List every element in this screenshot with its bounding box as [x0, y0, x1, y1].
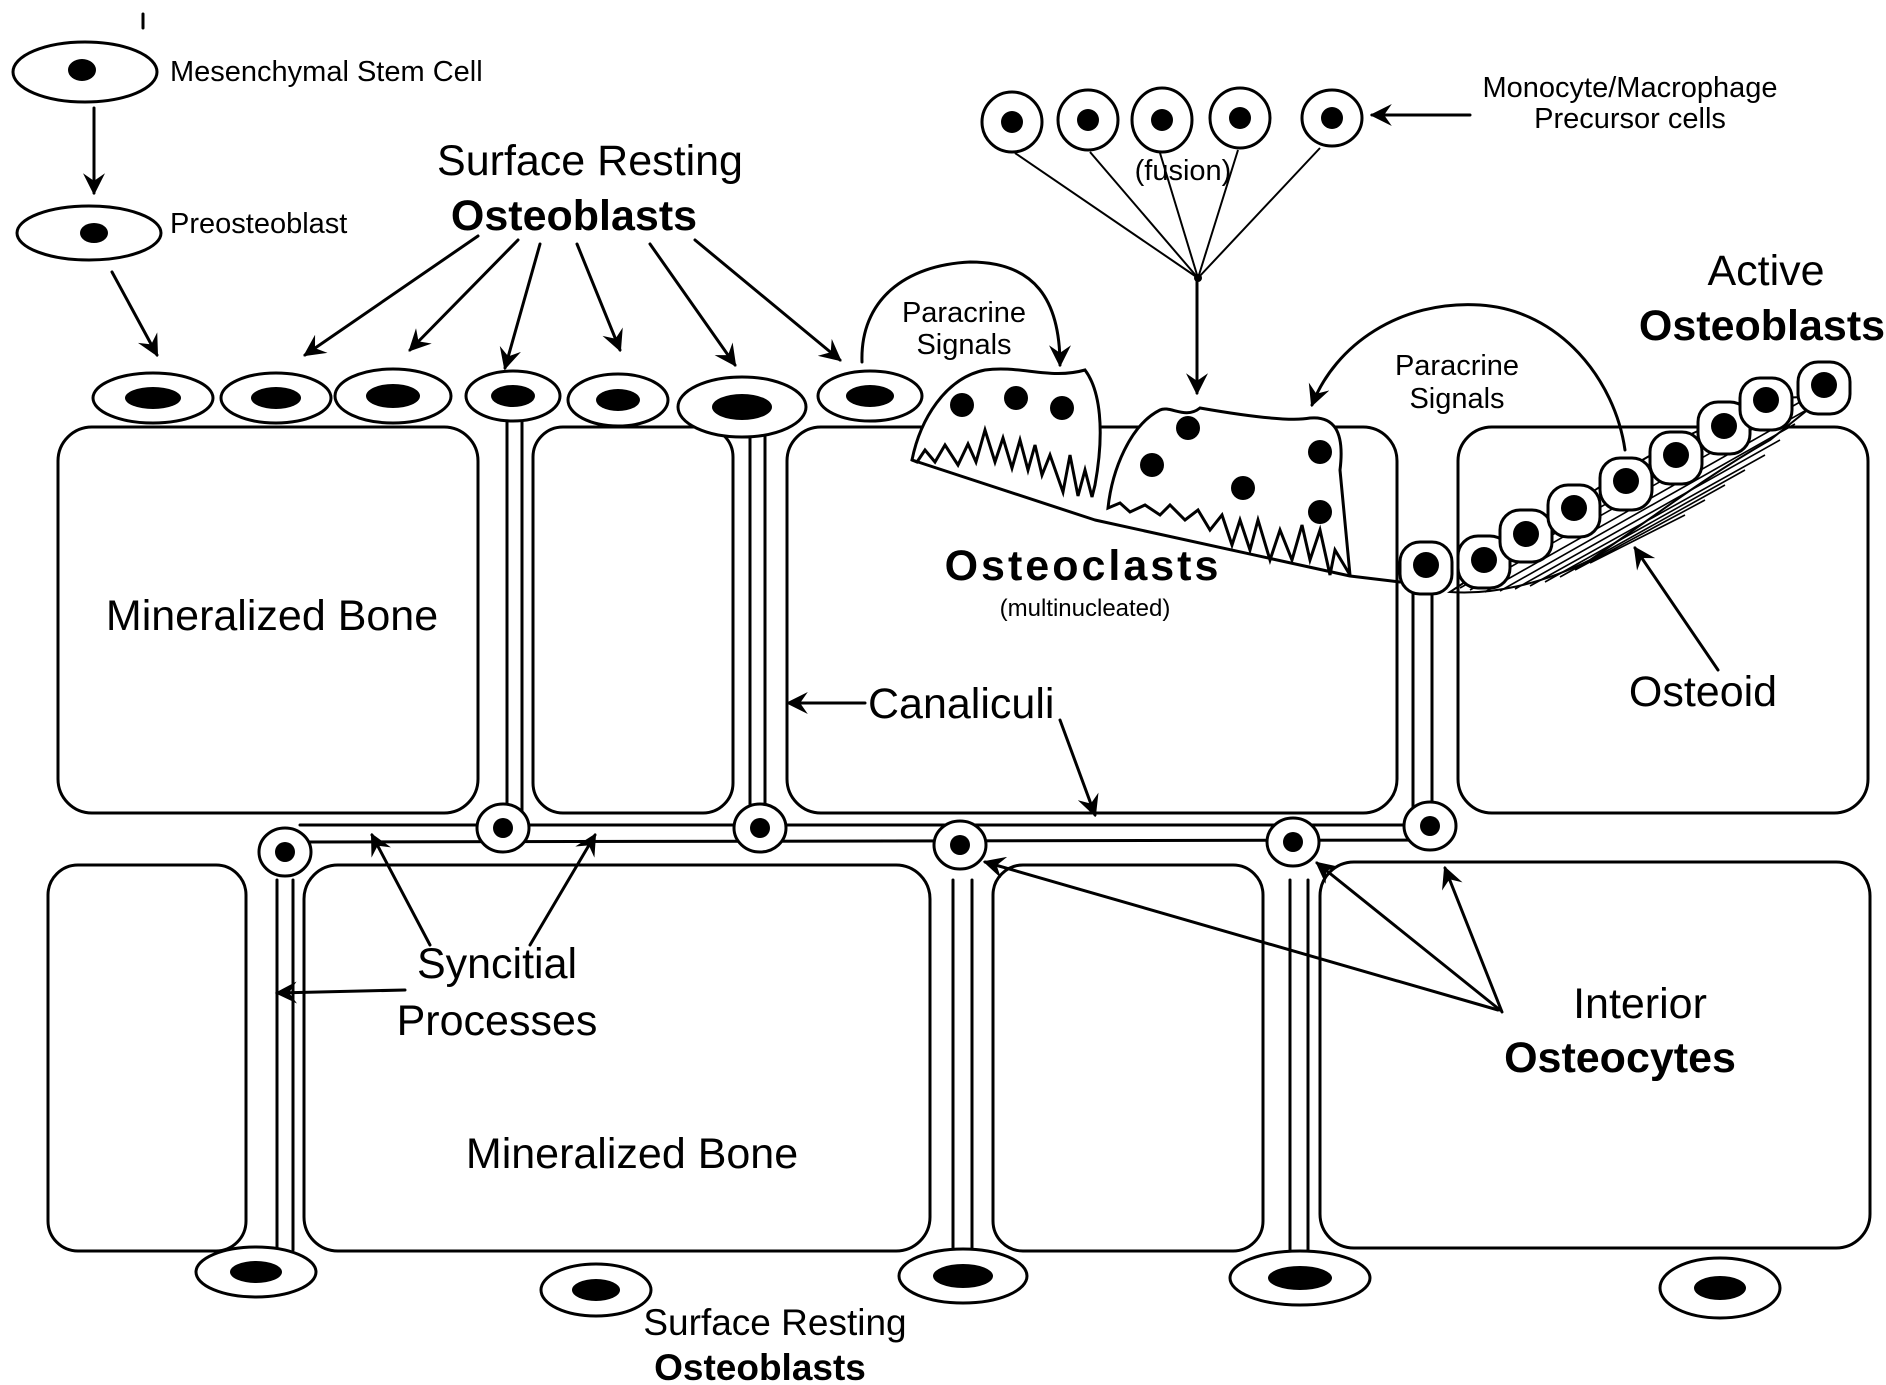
- label-osteoclasts: Osteoclasts: [945, 542, 1222, 590]
- preosteoblast-cell: [17, 206, 161, 260]
- label-paracrine-left-1: Paracrine: [902, 297, 1026, 329]
- monocyte-3: [1132, 88, 1192, 152]
- osteocyte-6: [1404, 802, 1456, 850]
- resting-osteoblast-top-7: [818, 371, 922, 421]
- bone-block-lower-2: [304, 865, 930, 1251]
- label-surface-resting-bottom-1: Surface Resting: [643, 1302, 906, 1343]
- label-paracrine-left-2: Signals: [916, 329, 1011, 361]
- label-preosteoblast: Preosteoblast: [170, 208, 347, 240]
- label-paracrine-right-1: Paracrine: [1395, 350, 1519, 382]
- active-osteoblast-5: [1600, 458, 1652, 510]
- label-active-1: Active: [1707, 247, 1824, 295]
- label-monocyte-2: Precursor cells: [1534, 103, 1726, 135]
- osteocyte-1: [259, 828, 311, 876]
- active-osteoblast-3: [1500, 510, 1552, 562]
- osteocyte-4: [934, 821, 986, 869]
- label-syncitial-1: Syncitial: [417, 940, 577, 988]
- canal-vertical-lower-1: [277, 880, 293, 1250]
- monocyte-1: [982, 92, 1042, 152]
- label-monocyte-1: Monocyte/Macrophage: [1483, 72, 1778, 104]
- arrow-preosteoblast-to-surface: [112, 272, 157, 355]
- monocyte-5: [1302, 90, 1362, 146]
- label-interior-1: Interior: [1573, 980, 1707, 1028]
- label-surface-resting-bottom-2: Osteoblasts: [654, 1347, 866, 1385]
- osteocyte-3: [734, 804, 786, 852]
- resting-osteoblast-bottom-4: [1230, 1251, 1370, 1305]
- resting-osteoblast-top-3: [335, 369, 451, 423]
- resting-osteoblast-bottom-5: [1660, 1258, 1780, 1318]
- label-interior-2: Osteocytes: [1504, 1034, 1736, 1082]
- label-active-2: Osteoblasts: [1639, 302, 1885, 350]
- resting-osteoblast-top-5: [568, 374, 668, 426]
- canal-vertical-2: [750, 420, 765, 812]
- resting-osteoblast-top-2: [221, 373, 331, 423]
- active-osteoblast-9: [1798, 362, 1850, 414]
- monocyte-2: [1058, 90, 1118, 150]
- canal-vertical-lower-3: [1290, 880, 1308, 1250]
- canal-vertical-lower-2: [953, 880, 972, 1250]
- label-surface-resting-top-2: Osteoblasts: [451, 192, 697, 240]
- label-syncitial-2: Processes: [397, 997, 598, 1045]
- mesenchymal-stem-cell: [13, 14, 157, 102]
- label-mesenchymal-stem-cell: Mesenchymal Stem Cell: [170, 56, 483, 88]
- active-osteoblast-1: [1400, 542, 1452, 594]
- bone-block-lower-1: [48, 865, 246, 1251]
- resting-osteoblast-top-6: [678, 377, 806, 437]
- surface-resting-osteoblasts-bottom: [196, 1247, 1780, 1318]
- active-osteoblast-4: [1548, 485, 1600, 537]
- label-multinucleated: (multinucleated): [1000, 595, 1171, 622]
- label-fusion: (fusion): [1135, 155, 1232, 187]
- bone-block-upper-2: [533, 427, 733, 813]
- label-osteoid: Osteoid: [1629, 668, 1777, 716]
- monocyte-4: [1210, 88, 1270, 148]
- resting-osteoblast-bottom-2: [541, 1264, 651, 1316]
- monocyte-precursor-cells: [982, 88, 1362, 152]
- resting-osteoblast-top-4: [466, 371, 560, 421]
- label-mineralized-bone-lower: Mineralized Bone: [466, 1130, 798, 1178]
- active-osteoblast-6: [1650, 432, 1702, 484]
- resting-osteoblast-bottom-1: [196, 1247, 316, 1297]
- label-paracrine-right-2: Signals: [1409, 383, 1504, 415]
- label-surface-resting-top-1: Surface Resting: [437, 137, 743, 185]
- resting-osteoblast-bottom-3: [899, 1249, 1027, 1303]
- label-canaliculi: Canaliculi: [868, 680, 1054, 728]
- osteocyte-5: [1267, 818, 1319, 866]
- resting-osteoblast-top-1: [93, 373, 213, 423]
- bone-block-lower-3: [993, 865, 1263, 1251]
- osteocyte-2: [477, 804, 529, 852]
- arrows-surface-resting-label: [305, 236, 840, 368]
- bone-block-upper-4: [1458, 427, 1868, 813]
- active-osteoblast-8: [1740, 378, 1792, 430]
- canal-vertical-1: [507, 405, 522, 812]
- canal-vertical-3: [1413, 590, 1432, 812]
- label-mineralized-bone-upper: Mineralized Bone: [106, 592, 438, 640]
